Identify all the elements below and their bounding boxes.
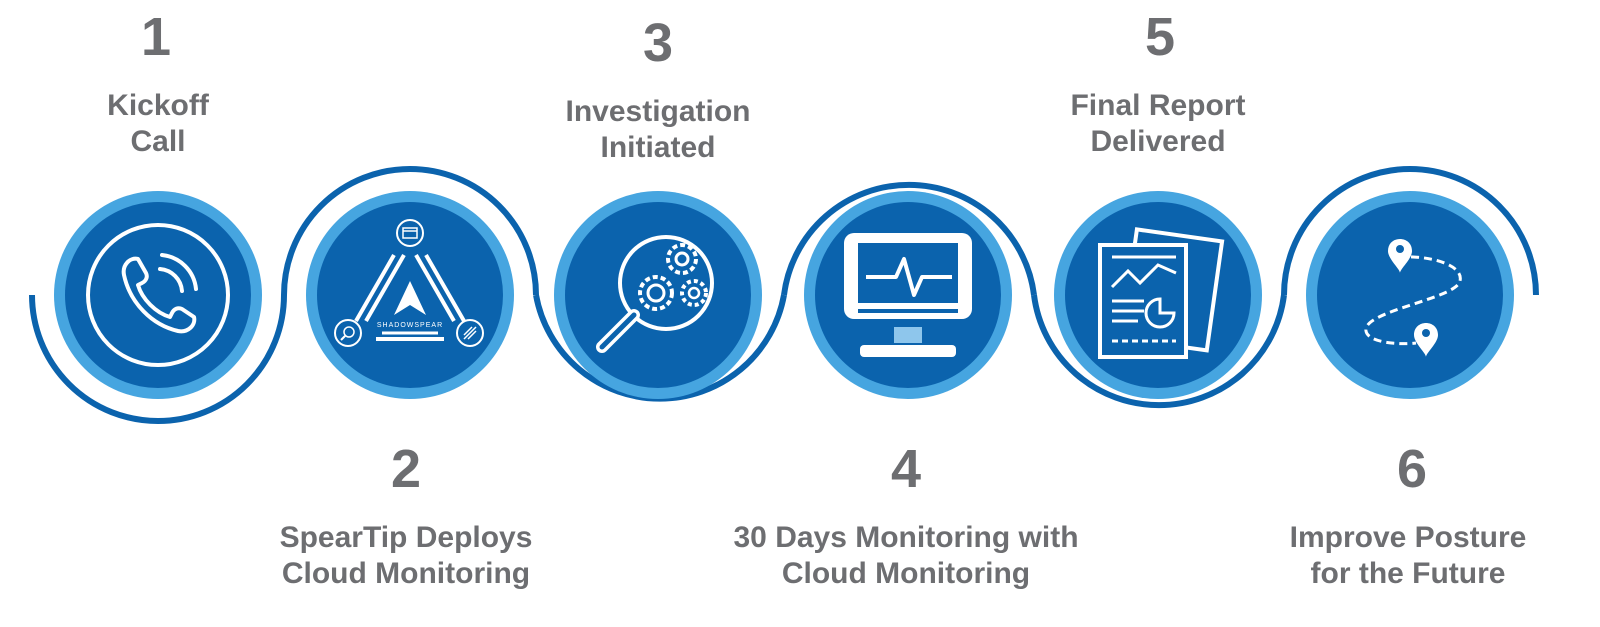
step-number-3: 3 (642, 13, 674, 73)
wave-arc-2 (281, 166, 539, 296)
step-label-5: Final Report Delivered (968, 88, 1348, 160)
wave-arc-6 (1281, 166, 1539, 296)
step-label-6-line1: Improve Posture (1289, 521, 1527, 554)
step-label-5-line2: Delivered (1090, 125, 1226, 158)
report-document-icon (1098, 227, 1225, 359)
step-label-4-line2: Cloud Monitoring (781, 557, 1031, 590)
phone-icon (86, 223, 230, 367)
step-label-2-line2: Cloud Monitoring (281, 557, 531, 590)
step-number-6: 6 (1396, 439, 1428, 499)
step-label-2: SpearTip Deploys Cloud Monitoring (216, 520, 596, 592)
magnifier-gears-icon (596, 235, 714, 353)
step-circle-1 (54, 191, 262, 399)
step-label-1-line1: Kickoff (107, 89, 209, 122)
wave-arc-5 (1031, 294, 1287, 409)
step-label-4: 30 Days Monitoring with Cloud Monitoring (716, 520, 1096, 592)
step-number-2: 2 (390, 439, 422, 499)
logo-text: SHADOWSPEAR (377, 322, 443, 329)
step-number-1: 1 (140, 7, 172, 67)
step-number-4: 4 (890, 439, 922, 499)
step-label-6: Improve Posture for the Future (1218, 520, 1598, 592)
step-label-4-line1: 30 Days Monitoring with (733, 521, 1079, 554)
step-label-3-line1: Investigation (565, 95, 751, 128)
step-label-1-line2: Call (130, 125, 186, 158)
step-label-5-line1: Final Report (1070, 89, 1246, 122)
step-label-6-line2: for the Future (1310, 557, 1506, 590)
step-label-2-line1: SpearTip Deploys (279, 521, 533, 554)
step-circle-5 (1054, 191, 1262, 399)
step-number-5: 5 (1144, 7, 1176, 67)
step-label-1: Kickoff Call (0, 88, 348, 160)
step-label-3-line2: Initiated (600, 131, 716, 164)
monitor-heartbeat-icon (844, 233, 972, 357)
route-map-icon (1364, 239, 1462, 357)
shadowspear-logo: SHADOWSPEAR (334, 219, 484, 347)
step-circle-6 (1306, 191, 1514, 399)
step-circle-3 (554, 191, 762, 399)
wave-arc-1 (29, 294, 287, 424)
step-circle-4 (804, 191, 1012, 399)
step-label-3: Investigation Initiated (468, 94, 848, 166)
wave-arc-4 (781, 181, 1037, 296)
step-circle-2: SHADOWSPEAR (306, 191, 514, 399)
